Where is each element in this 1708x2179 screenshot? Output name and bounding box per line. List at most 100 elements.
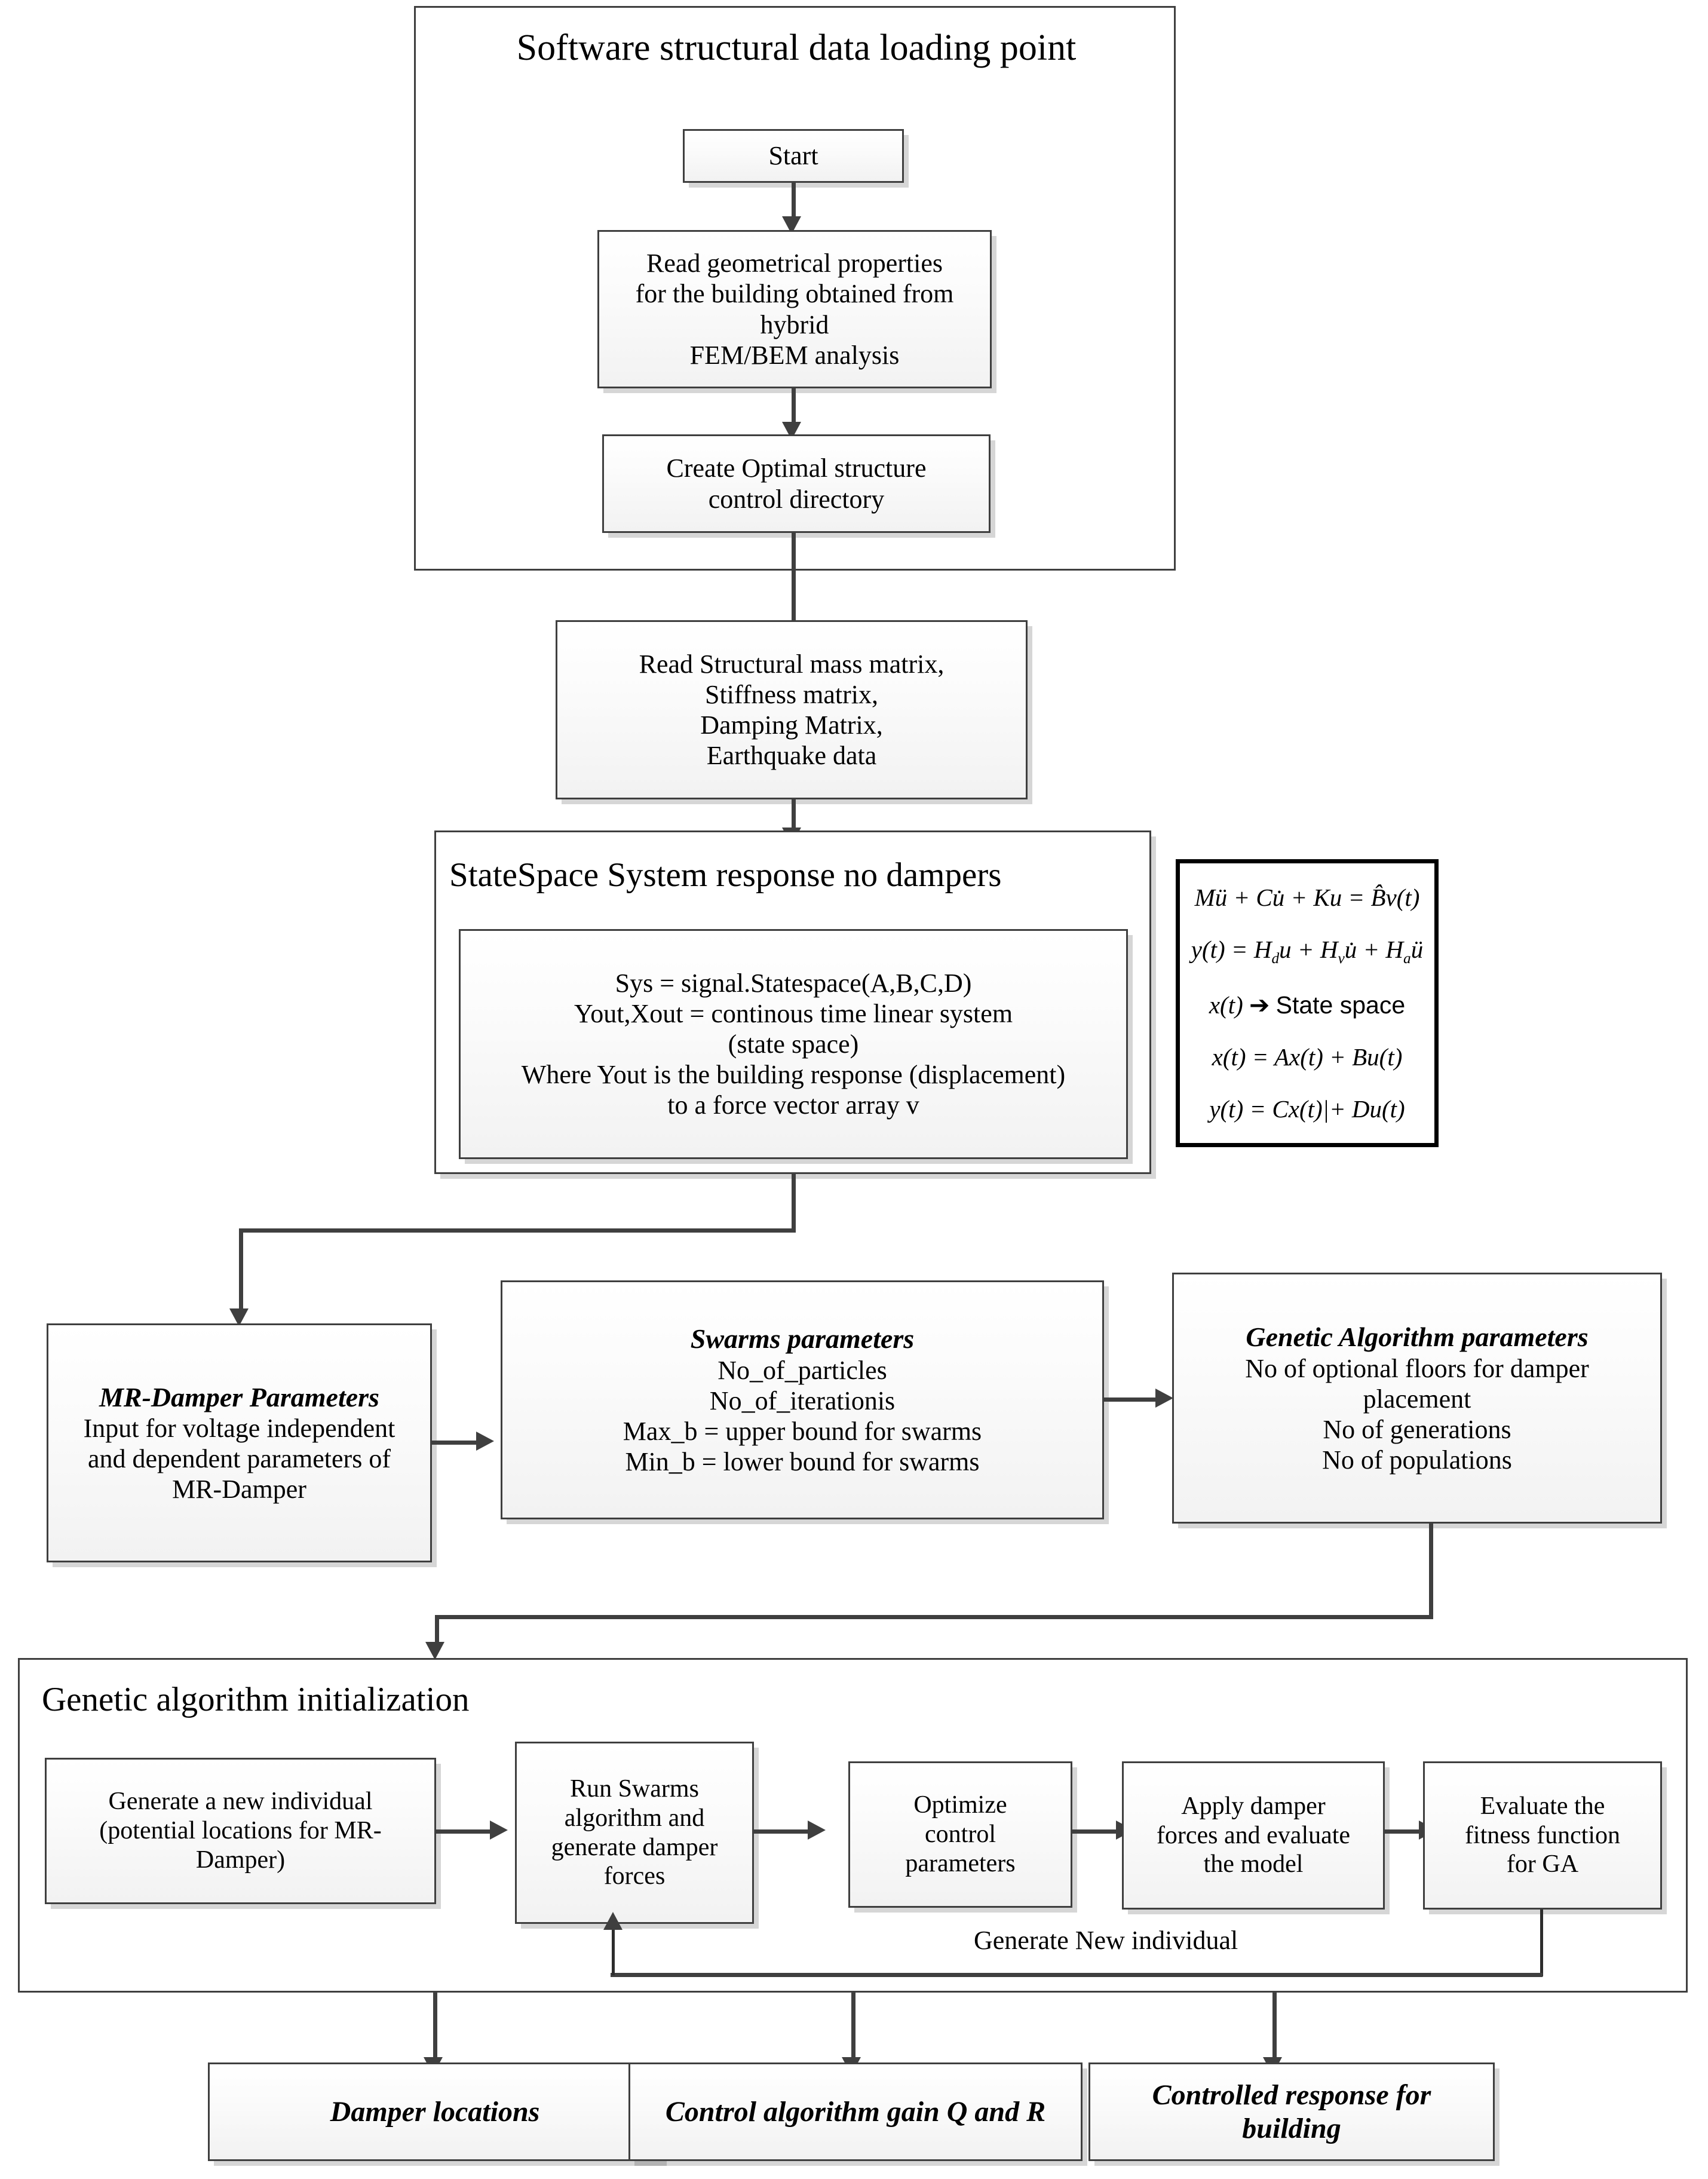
equation-statespace-note: x(t) ➔ State space — [1209, 991, 1406, 1019]
ga-step2-line3: generate damper — [551, 1833, 718, 1861]
arrowhead-mrdamper-to-swarms — [476, 1432, 494, 1451]
genetic-line1: No of optional floors for damper — [1245, 1353, 1589, 1383]
arrowhead-feedback-to-step2 — [603, 1912, 623, 1930]
mr-damper-heading: MR-Damper Parameters — [99, 1381, 379, 1412]
arrowhead-ga-step2-to-step3 — [808, 1821, 826, 1840]
label-generate-new-individual: Generate New individual — [974, 1926, 1238, 1955]
node-ga-step-optimize-control[interactable]: Optimize control parameters — [848, 1761, 1072, 1908]
node-ga-step-generate-individual[interactable]: Generate a new individual (potential loc… — [45, 1758, 436, 1904]
connector-gainit-to-output1 — [433, 1993, 437, 2063]
node-read-geometry-line1: Read geometrical properties — [646, 249, 943, 278]
node-output-control-gain[interactable]: Control algorithm gain Q and R — [628, 2062, 1083, 2161]
node-mr-damper-parameters[interactable]: MR-Damper Parameters Input for voltage i… — [47, 1323, 432, 1562]
ga-step5-line3: for GA — [1506, 1850, 1579, 1878]
node-ga-step-apply-damper-forces[interactable]: Apply damper forces and evaluate the mod… — [1122, 1761, 1385, 1910]
connector-feedback-down — [1540, 1910, 1543, 1976]
ga-step5-line2: fitness function — [1464, 1821, 1621, 1849]
ga-step4-line3: the model — [1203, 1850, 1304, 1878]
swarms-line3: Max_b = upper bound for swarms — [623, 1416, 982, 1446]
node-read-geometrical-properties[interactable]: Read geometrical properties for the buil… — [597, 230, 992, 388]
node-read-structural-matrices[interactable]: Read Structural mass matrix, Stiffness m… — [556, 620, 1028, 799]
ga-step3-line1: Optimize — [913, 1791, 1007, 1819]
connector-ga-step3-to-step4 — [1072, 1829, 1119, 1834]
equation-state: x(t) = Ax(t) + Bu(t) — [1212, 1043, 1403, 1071]
node-output-damper-locations[interactable]: Damper locations — [208, 2062, 662, 2161]
ga-step3-line3: parameters — [905, 1849, 1016, 1877]
equation-statespace-note-label: State space — [1275, 991, 1406, 1019]
node-swarms-parameters[interactable]: Swarms parameters No_of_particles No_of_… — [501, 1280, 1104, 1519]
node-start[interactable]: Start — [683, 129, 904, 183]
connector-ga-step1-to-step2 — [436, 1829, 493, 1834]
node-statespace-code[interactable]: Sys = signal.Statespace(A,B,C,D) Yout,Xo… — [459, 929, 1128, 1159]
statespace-code-line4: Where Yout is the building response (dis… — [521, 1060, 1066, 1090]
swarms-line4: Min_b = lower bound for swarms — [625, 1446, 980, 1476]
connector-create-dir-to-read-matrices — [792, 533, 796, 626]
connector-mrdamper-to-swarms — [432, 1441, 480, 1445]
connector-feedback-left — [611, 1973, 1543, 1977]
ga-step2-line2: algorithm and — [564, 1804, 705, 1832]
ga-step2-line4: forces — [603, 1862, 666, 1890]
group-title-ga-initialization: Genetic algorithm initialization — [42, 1681, 470, 1718]
mr-damper-line2: and dependent parameters of — [88, 1444, 391, 1474]
node-read-matrices-line4: Earthquake data — [706, 741, 877, 771]
connector-genetic-down — [1429, 1524, 1433, 1619]
mr-damper-line3: MR-Damper — [172, 1475, 306, 1504]
node-read-matrices-line3: Damping Matrix, — [700, 710, 883, 740]
connector-genetic-to-gainit — [435, 1615, 439, 1648]
ga-step4-line2: forces and evaluate — [1156, 1821, 1351, 1849]
group-title-statespace: StateSpace System response no dampers — [449, 856, 1002, 894]
node-read-geometry-line3: hybrid — [760, 309, 829, 339]
genetic-line2: placement — [1363, 1384, 1471, 1414]
connector-statespace-to-mrdamper — [239, 1228, 243, 1314]
arrowhead-genetic-to-gainit — [425, 1642, 444, 1660]
arrowhead-ga-step1-to-step2 — [490, 1821, 508, 1840]
swarms-line2: No_of_iterationis — [709, 1386, 896, 1415]
connector-statespace-left — [239, 1228, 796, 1233]
ga-step2-line1: Run Swarms — [570, 1775, 699, 1803]
statespace-code-line2: Yout,Xout = continous time linear system — [574, 998, 1013, 1028]
node-ga-step-run-swarms[interactable]: Run Swarms algorithm and generate damper… — [515, 1742, 754, 1924]
node-create-dir-line1: Create Optimal structure — [666, 453, 927, 483]
ga-step1-line1: Generate a new individual — [108, 1788, 373, 1816]
equation-measurement: y(t) = Cx(t)|+ Du(t) — [1209, 1095, 1405, 1123]
genetic-heading: Genetic Algorithm parameters — [1246, 1322, 1589, 1353]
ga-step1-line3: Damper) — [195, 1846, 286, 1874]
node-output-controlled-response[interactable]: Controlled response for building — [1088, 2062, 1495, 2161]
output3-line2: building — [1242, 2112, 1341, 2144]
node-read-matrices-line1: Read Structural mass matrix, — [639, 649, 945, 679]
ga-step4-line1: Apply damper — [1181, 1792, 1326, 1820]
equation-motion: Mü + Cu̇ + Ku = B̂v(t) — [1194, 884, 1420, 912]
genetic-line4: No of populations — [1322, 1445, 1512, 1475]
output3-line1: Controlled response for — [1152, 2079, 1431, 2111]
swarms-line1: No_of_particles — [717, 1355, 887, 1385]
group-title-software-loading-point: Software structural data loading point — [516, 27, 1077, 68]
connector-feedback-up — [612, 1929, 615, 1975]
connector-statespace-down — [792, 1174, 796, 1233]
connector-gainit-to-output2 — [851, 1993, 855, 2063]
node-create-optimal-structure-control-directory[interactable]: Create Optimal structure control directo… — [602, 434, 991, 533]
output1-line1: Damper locations — [330, 2095, 540, 2128]
swarms-heading: Swarms parameters — [690, 1323, 915, 1354]
connector-ga-step2-to-step3 — [754, 1829, 811, 1834]
ga-step3-line2: control — [925, 1821, 996, 1849]
node-genetic-algorithm-parameters[interactable]: Genetic Algorithm parameters No of optio… — [1172, 1273, 1662, 1524]
connector-gainit-to-output3 — [1272, 1993, 1277, 2063]
right-arrow-icon: ➔ — [1249, 991, 1270, 1019]
connector-read-geometry-to-create-dir — [792, 388, 796, 425]
panel-governing-equations: Mü + Cu̇ + Ku = B̂v(t) y(t) = Hdu + Hvu̇… — [1176, 859, 1439, 1147]
node-read-matrices-line2: Stiffness matrix, — [704, 679, 879, 709]
node-read-geometry-line4: FEM/BEM analysis — [689, 340, 900, 370]
node-start-label: Start — [768, 141, 818, 171]
ga-step5-line1: Evaluate the — [1480, 1792, 1605, 1820]
mr-damper-line1: Input for voltage independent — [83, 1414, 395, 1444]
connector-swarms-to-genetic — [1104, 1397, 1159, 1402]
node-create-dir-line2: control directory — [708, 484, 885, 514]
statespace-code-line5: to a force vector array v — [667, 1090, 919, 1120]
node-ga-step-evaluate-fitness[interactable]: Evaluate the fitness function for GA — [1423, 1761, 1662, 1910]
genetic-line3: No of generations — [1323, 1414, 1511, 1444]
arrowhead-swarms-to-genetic — [1155, 1389, 1173, 1408]
connector-read-matrices-to-statespace — [792, 799, 796, 832]
statespace-code-line1: Sys = signal.Statespace(A,B,C,D) — [615, 968, 972, 998]
connector-ga-step4-to-step5 — [1385, 1829, 1422, 1834]
